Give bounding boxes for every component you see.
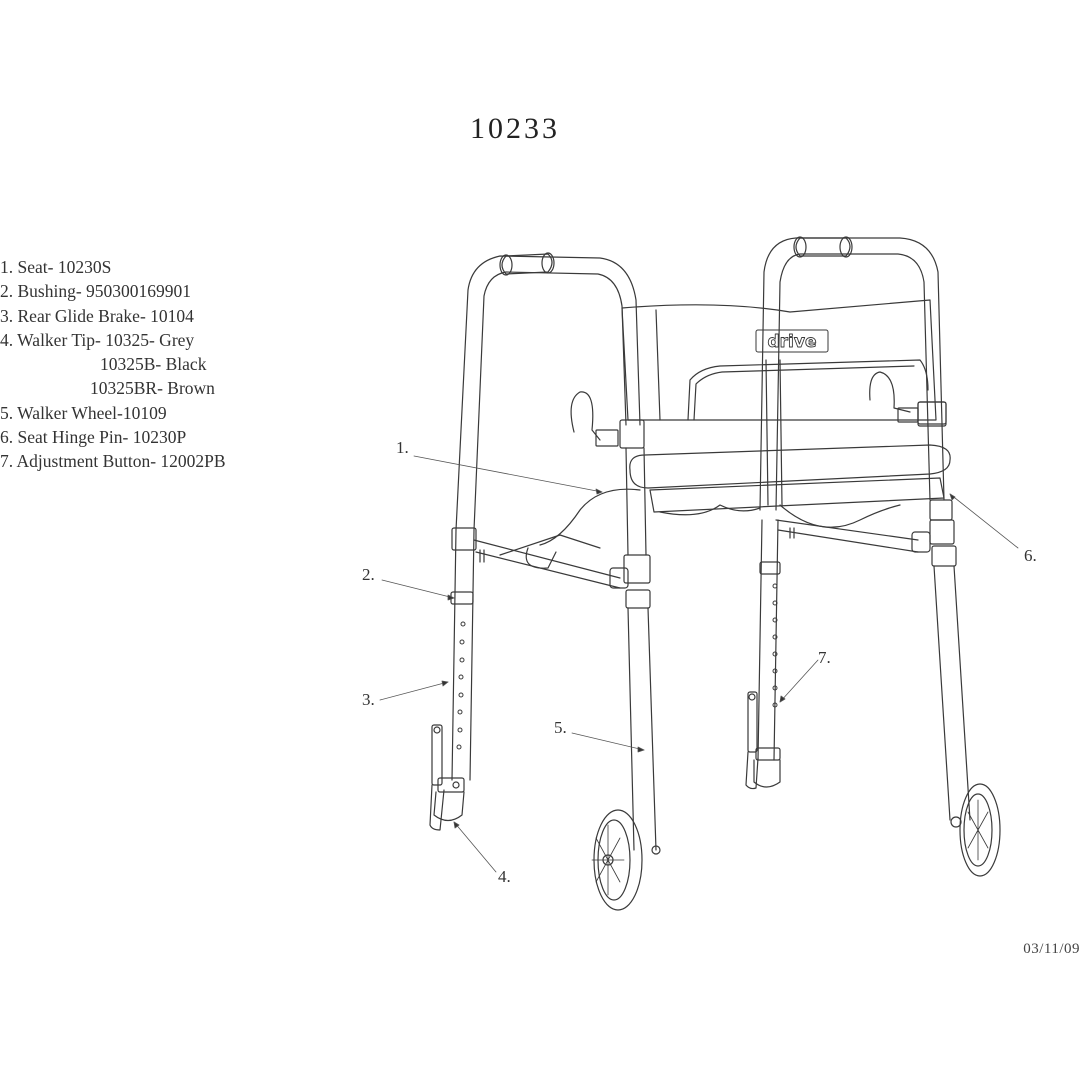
part-item-seat-hinge-pin: 6. Seat Hinge Pin- 10230P [0,427,187,448]
callout-5-walker-wheel: 5. [554,718,567,737]
part-item-walker-wheel: 5. Walker Wheel-10109 [0,402,167,423]
drive-logo: drive [755,329,829,353]
callout-2-bushing: 2. [362,565,375,584]
part-item-walker-tip-black: 10325B- Black [100,354,207,375]
callout-1-seat: 1. [396,438,409,457]
right-back-hook [869,371,911,413]
walker-tip-right [753,747,781,788]
adjustment-holes-left [456,621,466,750]
left-back-hook [570,391,601,441]
cross-bars [473,519,931,589]
part-item-bushing: 2. Bushing- 950300169901 [0,281,192,302]
callout-6-seat-hinge-pin: 6. [1024,546,1037,565]
part-item-adjustment-button: 7. Adjustment Button- 12002PB [0,451,226,472]
part-item-seat: 1. Seat- 10230S [0,257,112,277]
walker-wheel-left [591,809,661,911]
seat [499,444,951,569]
right-frame [745,236,945,790]
front-right-wheel-leg [917,401,1001,877]
rear-glide-brake [429,724,445,831]
callout-7-adjustment-button: 7. [818,648,831,667]
part-item-walker-tip-brown: 10325BR- Brown [90,378,215,399]
adjustment-holes-right [772,583,778,708]
diagram-date: 03/11/09 [1023,941,1080,957]
callout-3-rear-glide-brake: 3. [362,690,375,709]
svg-text:drive: drive [768,332,817,352]
part-item-rear-glide-brake: 3. Rear Glide Brake- 10104 [0,305,194,326]
seat-back-panel: drive [570,299,947,506]
left-handgrip [499,252,555,276]
diagram-title: 10233 [470,112,560,145]
front-left-wheel-leg [591,419,661,911]
right-handgrip [793,236,853,258]
rear-glide-brake-right [745,691,759,790]
left-frame [429,252,641,831]
callout-leaders [379,455,1019,873]
walker-tip-left [433,777,465,822]
part-item-walker-tip: 4. Walker Tip- 10325- Grey [0,329,195,350]
parts-list: 1. Seat- 10230S 2. Bushing- 950300169901… [0,255,226,474]
walker-wheel-right [950,783,1001,877]
callout-4-walker-tip: 4. [498,867,511,886]
